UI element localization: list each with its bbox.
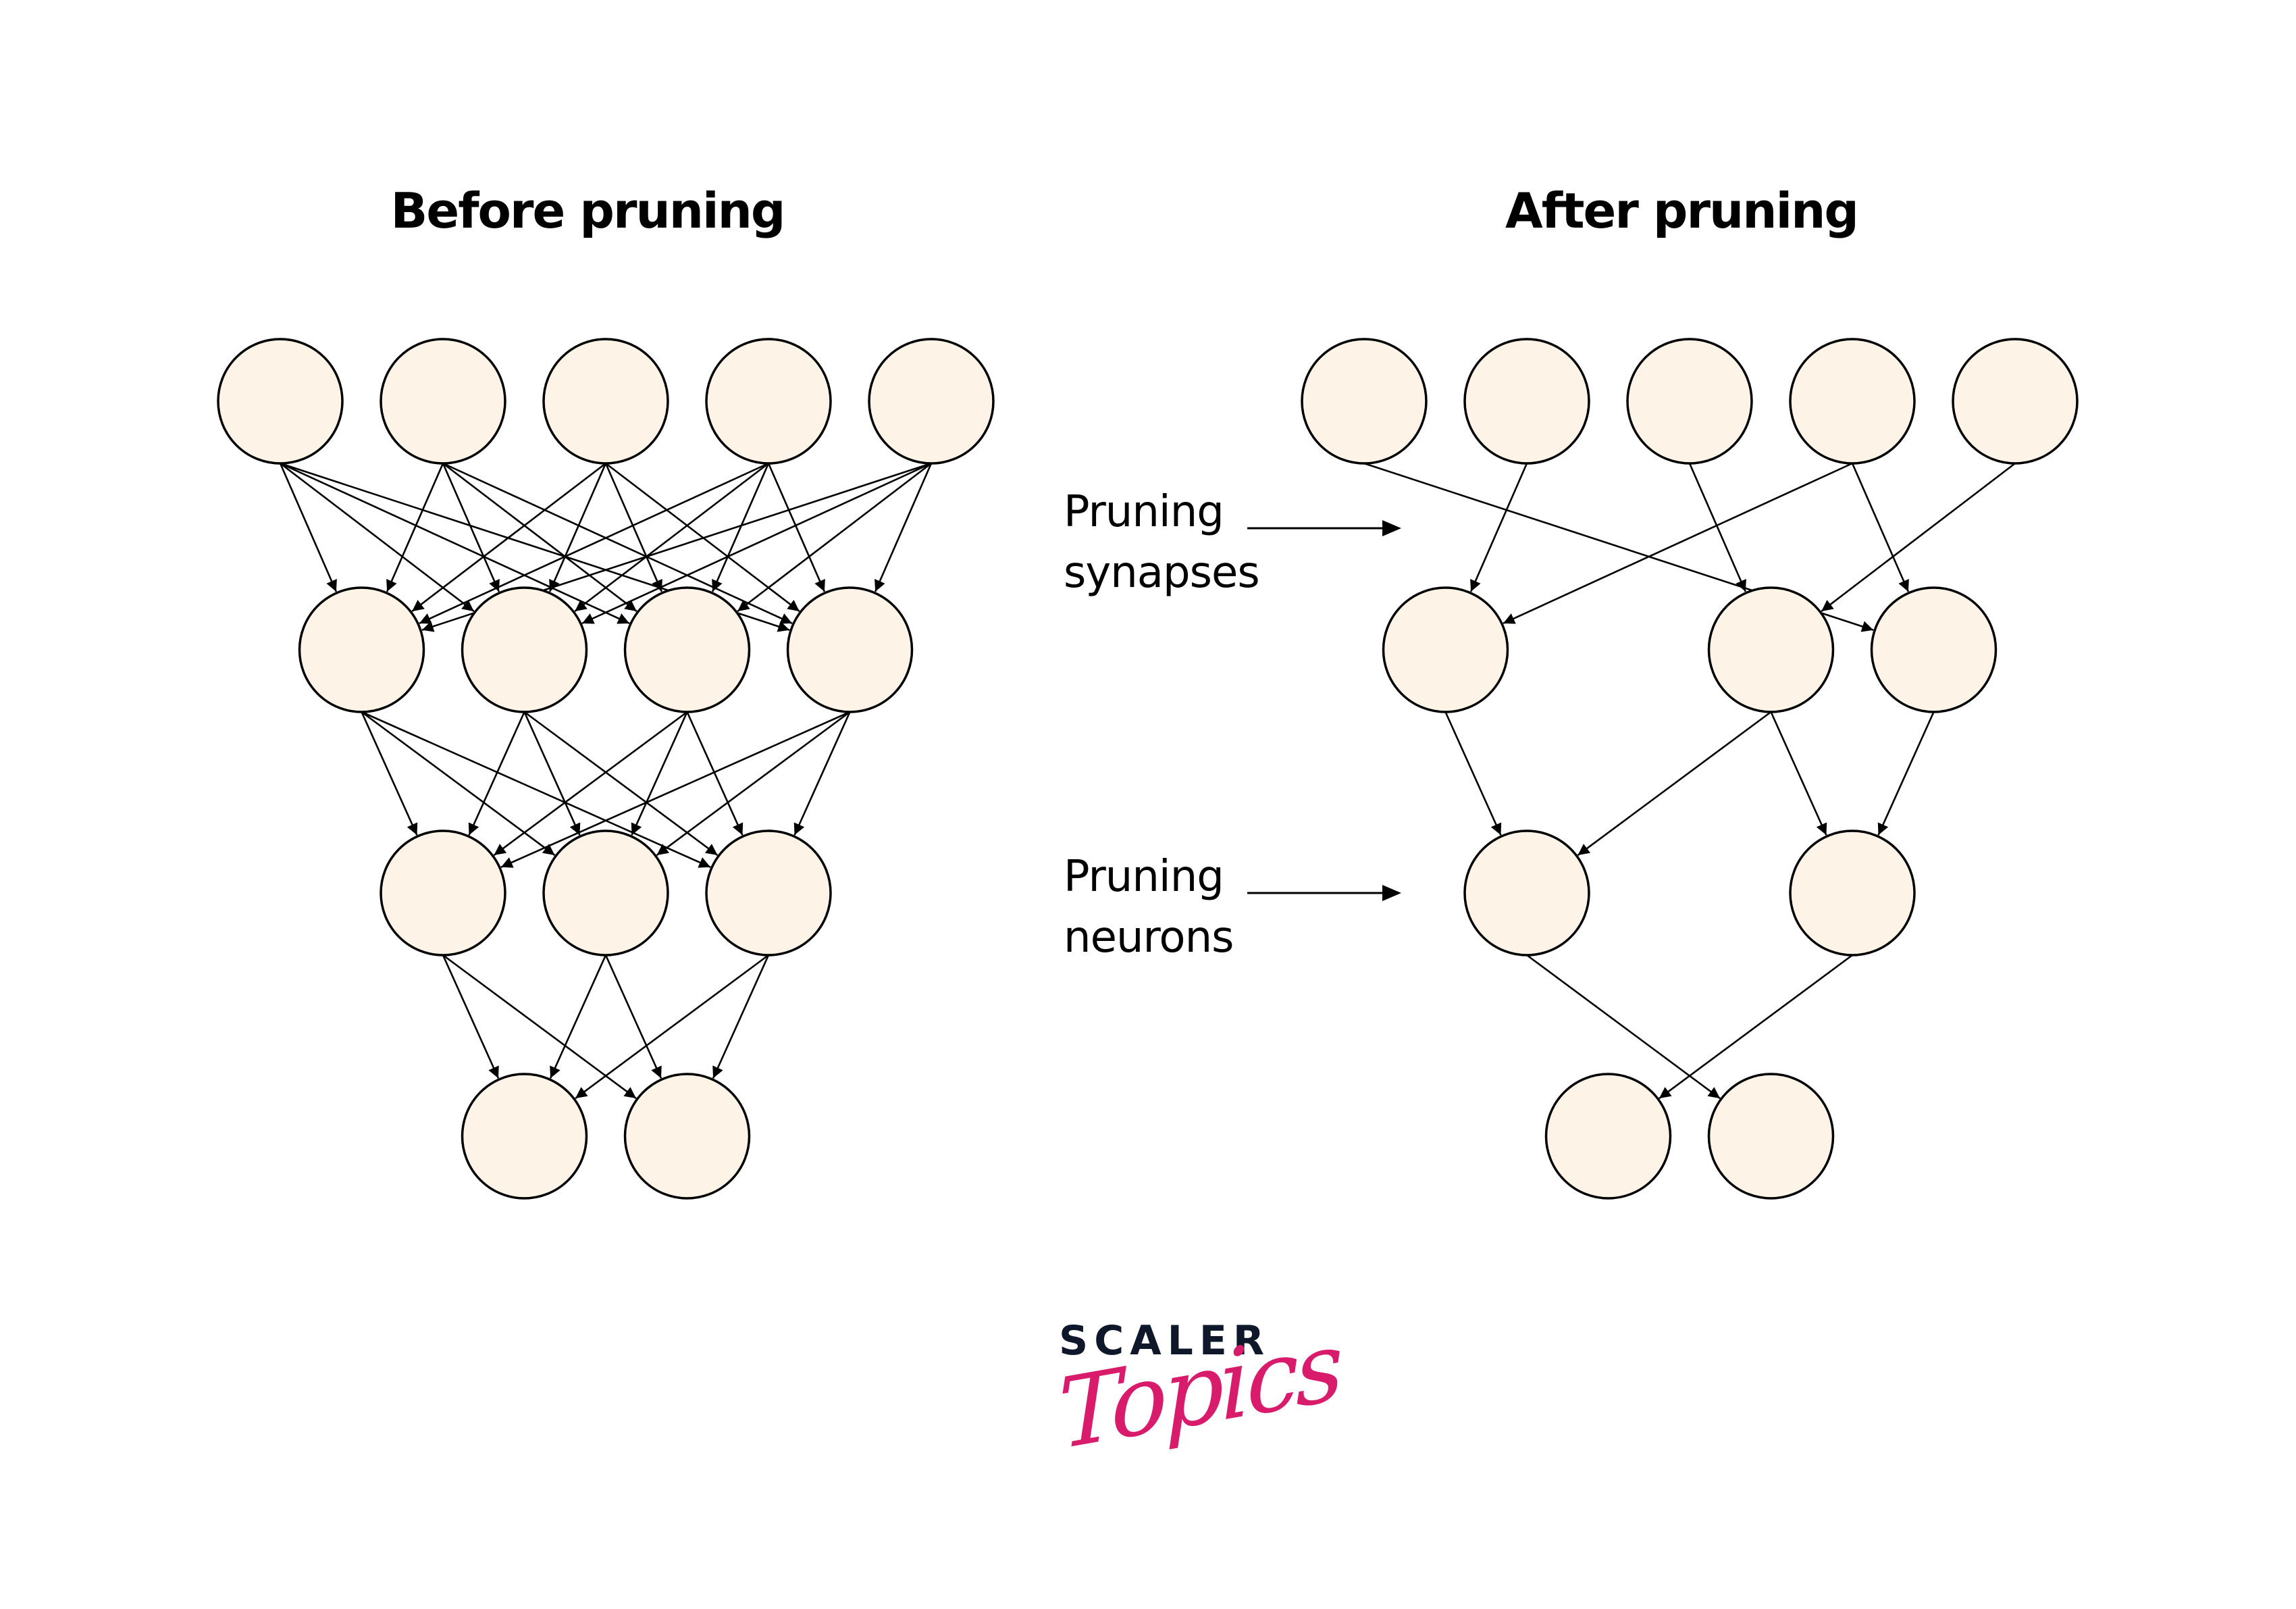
synapse-edge — [468, 711, 525, 836]
pruning-synapses-line1: Pruning — [1064, 487, 1224, 537]
neuron-node — [298, 586, 425, 713]
logo-brand-text: SCALER — [1059, 1317, 1271, 1364]
synapse-edge — [767, 463, 826, 592]
neuron-node — [1707, 586, 1835, 713]
synapse-edge — [1526, 954, 1721, 1100]
before-network-edges — [279, 462, 933, 1100]
synapse-edge — [575, 954, 769, 1100]
neuron-node — [1382, 586, 1509, 713]
synapse-edge — [656, 711, 851, 857]
synapse-edge — [604, 463, 663, 592]
pruning-synapses-line2: synapses — [1064, 548, 1260, 598]
synapse-edge — [1577, 711, 1772, 857]
neuron-node — [380, 829, 506, 956]
synapse-edge — [548, 463, 607, 592]
before-pruning-title: Before pruning — [390, 182, 786, 239]
synapse-edge — [523, 711, 719, 857]
synapse-edge — [442, 462, 793, 625]
synapse-edge — [279, 463, 338, 592]
neuron-node — [542, 829, 669, 956]
synapse-edge — [874, 463, 933, 592]
synapse-edge — [604, 954, 662, 1079]
neurons-pointer-arrow — [1247, 885, 1401, 901]
synapse-edge — [1469, 463, 1528, 592]
synapse-edge — [411, 462, 606, 612]
synapse-edge — [631, 711, 688, 836]
synapse-edge — [280, 462, 630, 625]
before-network-neurons — [217, 338, 995, 1200]
neuron-node — [1789, 829, 1916, 956]
synapse-edge — [523, 711, 581, 836]
synapse-edge — [1688, 463, 1747, 592]
neuron-node — [1301, 338, 1428, 465]
pruning-neurons-line1: Pruning — [1064, 852, 1224, 902]
neuron-node — [786, 586, 914, 713]
synapse-edge — [1877, 711, 1935, 836]
neuron-node — [1707, 1073, 1835, 1200]
synapse-edge — [711, 463, 770, 592]
synapse-edge — [1659, 954, 1853, 1100]
synapse-edge — [549, 954, 607, 1079]
neuron-node — [868, 338, 995, 465]
synapse-edge — [712, 954, 770, 1079]
synapses-pointer-arrow — [1247, 520, 1401, 536]
neuron-node — [1789, 338, 1916, 465]
neuron-node — [1952, 338, 2079, 465]
neuron-node — [1544, 1073, 1672, 1200]
after-pruning-title: After pruning — [1505, 182, 1859, 239]
synapse-edge — [686, 711, 743, 836]
pruning-neurons-line2: neurons — [1064, 913, 1234, 963]
neuron-node — [623, 586, 751, 713]
synapse-edge — [361, 711, 418, 836]
neuron-node — [705, 829, 832, 956]
synapse-edge — [574, 462, 769, 612]
synapse-edge — [493, 711, 688, 857]
synapse-edge — [361, 711, 556, 857]
synapse-edge — [419, 462, 769, 625]
synapse-edge — [1503, 462, 1853, 625]
synapse-edge — [280, 462, 475, 612]
synapse-edge — [442, 954, 637, 1100]
synapse-edge — [442, 462, 637, 612]
neurons-arrow-head — [1382, 885, 1401, 901]
neuron-node — [1463, 829, 1590, 956]
neuron-node — [217, 338, 344, 465]
synapse-edge — [1821, 462, 2016, 612]
neuron-node — [1626, 338, 1753, 465]
after-network-neurons — [1301, 338, 2079, 1200]
synapse-edge — [442, 463, 500, 592]
neuron-node — [1870, 586, 1998, 713]
neuron-node — [461, 586, 588, 713]
pruning-synapses-label: Pruning synapses — [1064, 482, 1260, 603]
synapse-edge — [1770, 711, 1827, 836]
pruning-neurons-label: Pruning neurons — [1064, 846, 1234, 968]
synapses-arrow-head — [1382, 520, 1401, 536]
synapse-edge — [737, 462, 932, 612]
neuron-node — [461, 1073, 588, 1200]
neuron-node — [1463, 338, 1590, 465]
synapse-edge — [442, 954, 500, 1079]
neuron-node — [380, 338, 506, 465]
synapse-edge — [581, 462, 932, 625]
neuron-node — [705, 338, 832, 465]
synapse-edge — [1444, 711, 1502, 836]
synapse-edge — [386, 463, 444, 592]
synapse-edge — [361, 711, 711, 868]
neuron-node — [623, 1073, 751, 1200]
neuron-node — [542, 338, 669, 465]
synapse-edge — [500, 711, 851, 868]
synapse-edge — [1851, 463, 1910, 592]
after-network-edges — [1363, 462, 2016, 1100]
synapse-edge — [793, 711, 851, 836]
